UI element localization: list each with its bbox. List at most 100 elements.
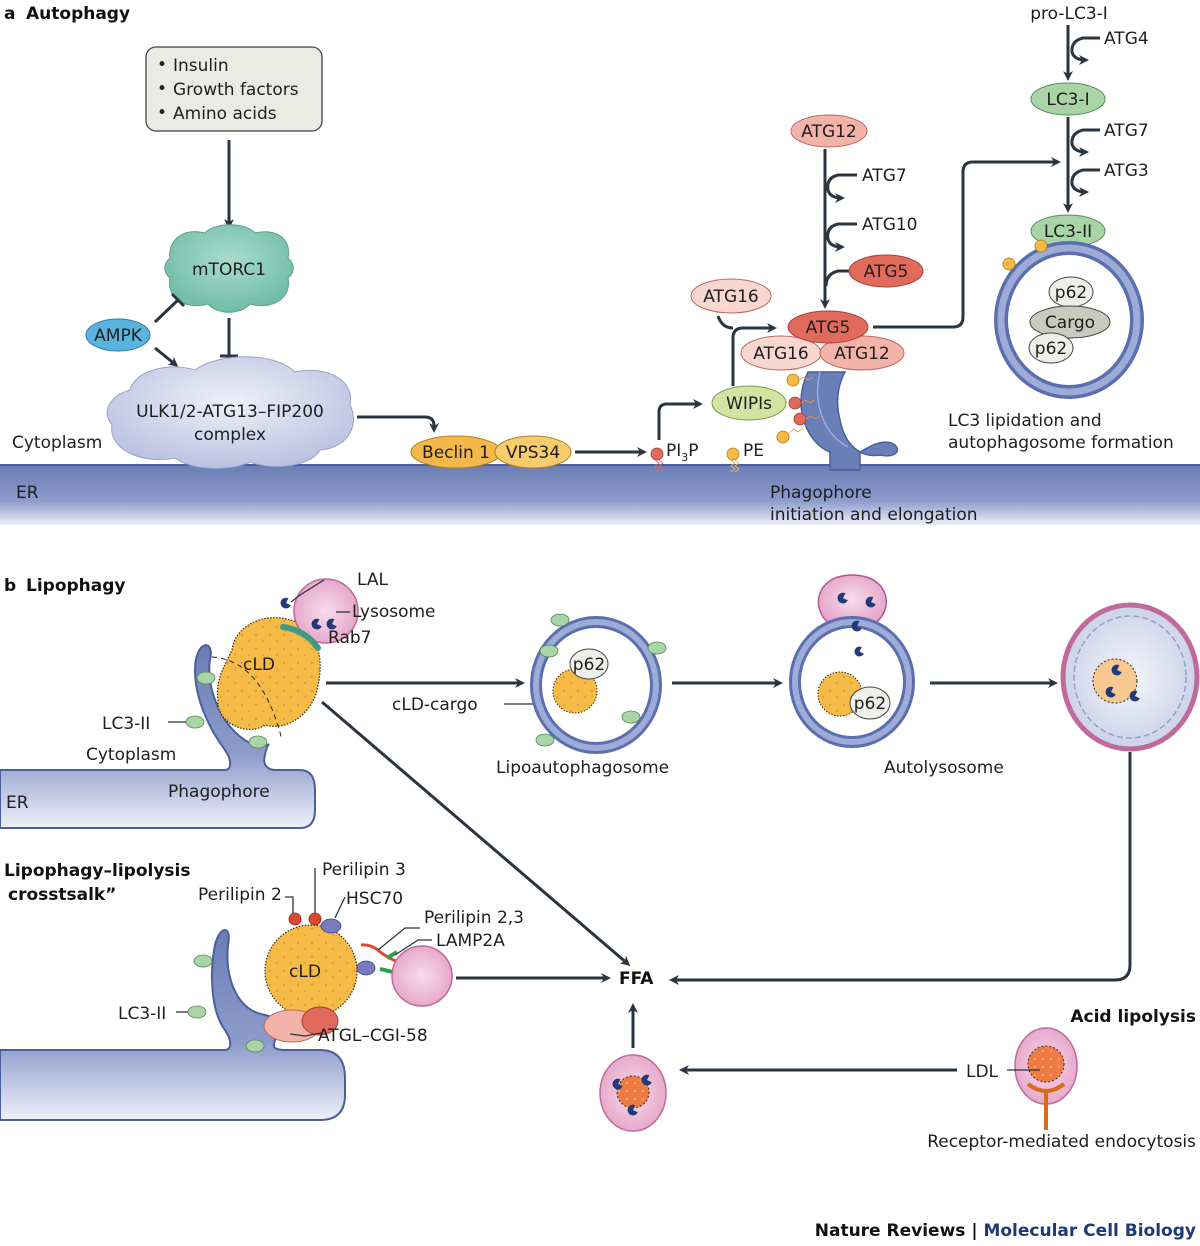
lipid-tail-icon (654, 459, 664, 473)
p62-node-1 (569, 648, 609, 680)
pe-label: PE (743, 441, 764, 461)
p62-label-1: p62 (573, 655, 605, 675)
lysosome-2 (391, 945, 453, 1007)
lc3-caption-line1: LC3 lipidation and (948, 411, 1102, 431)
footer-credit: Nature Reviews | Molecular Cell Biology (815, 1221, 1196, 1241)
cld-to-ffa-arrow (321, 700, 631, 966)
lc3-ii-dot (185, 715, 205, 729)
signal-amino-acids: Amino acids (173, 104, 277, 124)
endocytosis-label: Receptor-mediated endocytosis (927, 1132, 1196, 1152)
atg7-enzyme-arrow (826, 173, 857, 203)
lc3-caption-line2: autophagosome formation (948, 433, 1174, 453)
pro-lc3-label: pro-LC3-I (1030, 4, 1108, 24)
er-label-b: ER (6, 793, 29, 813)
ulk-to-beclin-arrow (357, 415, 439, 433)
lc3-ii-dot (248, 735, 268, 749)
perilipin3-marker (308, 912, 322, 926)
er-phagophore-membrane-2 (0, 929, 346, 1121)
phagophore-membrane (800, 371, 899, 471)
lc3-i-node (1030, 82, 1106, 116)
atg3-label: ATG3 (1104, 161, 1149, 181)
cld-cargo-label: cLD-cargo (392, 695, 478, 715)
footer-journal: Nature Reviews (815, 1221, 966, 1241)
pe-lipid-icon (726, 447, 740, 461)
wipis-node (711, 385, 787, 421)
autolysosome-label: Autolysosome (884, 758, 1004, 778)
atg7-label-a: ATG7 (862, 166, 907, 186)
lamp2a-label: LAMP2A (436, 931, 505, 951)
lc3-ii-label: LC3-II (1044, 222, 1092, 242)
crosstalk-title-line2: crosstsalk” (8, 885, 116, 905)
atg12-complex-label: ATG12 (834, 344, 890, 364)
acid-lipolysis-title: Acid lipolysis (1070, 1007, 1196, 1027)
atg5-complex-label: ATG5 (806, 318, 851, 338)
atg5-complex-node (787, 310, 869, 344)
lc3-i-label: LC3-I (1046, 90, 1089, 110)
mtorc1-label: mTORC1 (192, 260, 266, 280)
leader-line (377, 927, 420, 951)
atg12-top-label: ATG12 (801, 122, 857, 142)
lal-label: LAL (357, 570, 388, 590)
lc3-ii-dot (187, 1005, 207, 1019)
atgl-label: ATGL–CGI-58 (318, 1026, 428, 1046)
wipis-label: WIPIs (726, 394, 772, 414)
vps34-label: VPS34 (506, 443, 560, 463)
bullet-icon: • (157, 103, 167, 123)
ulk-label-line2: complex (194, 425, 266, 445)
panel-a-title: Autophagy (26, 4, 130, 24)
vps34-node (494, 435, 572, 469)
atg5-free-node (848, 254, 924, 288)
ffa-label: FFA (619, 969, 654, 989)
beclin1-label: Beclin 1 (422, 443, 490, 463)
cld-label: cLD (243, 655, 275, 675)
cargo-label: Cargo (1045, 313, 1095, 333)
atg4-enzyme-arrow (1070, 36, 1100, 65)
footer-separator: | (965, 1221, 983, 1241)
panel-b-title: Lipophagy (26, 576, 126, 596)
panel-a-letter: a (4, 4, 15, 24)
mtorc1-complex: mTORC1 (164, 224, 294, 313)
atg16-free-node (690, 278, 772, 314)
leader-line (394, 939, 432, 956)
lc3-ii-dot (196, 671, 216, 685)
autolysosome (789, 574, 915, 748)
perilipin2-marker (288, 912, 302, 926)
hsc70-label: HSC70 (346, 889, 403, 909)
lc3-ii-label-2: LC3-II (118, 1004, 166, 1024)
lc3-ii-dot (193, 954, 213, 968)
atg10-enzyme-arrow (826, 222, 857, 252)
atg16-free-label: ATG16 (703, 287, 759, 307)
phagophore-caption-line1: Phagophore (770, 483, 872, 503)
lamp2a-marker (385, 950, 399, 960)
pi3p-lipid-icon (650, 447, 664, 461)
complex-to-lc3-arrow (873, 157, 1061, 329)
rab7-label: Rab7 (328, 628, 371, 648)
p62-label-2: p62 (854, 694, 886, 714)
pi3p-to-wipis-arrow (657, 399, 703, 440)
ampk-node (85, 318, 151, 352)
atg5-join-line (824, 269, 849, 287)
lipoautophagosome (530, 613, 667, 754)
ulk-label-line1: ULK1/2-ATG13–FIP200 (136, 402, 324, 422)
bullet-icon: • (157, 55, 167, 75)
signal-growth-factors: Growth factors (173, 80, 299, 100)
lamp2a-marker (379, 967, 394, 974)
hsc70-bound-marker (356, 960, 376, 976)
phagophore-caption-line2: initiation and elongation (770, 505, 978, 525)
inhibition-bar (170, 292, 186, 308)
p62-node-b (1028, 332, 1074, 364)
lc3-ii-label-b: LC3-II (102, 714, 150, 734)
lal-enzyme-icon (280, 597, 291, 609)
ampk-inhibits-mtorc1 (153, 298, 180, 324)
atg3-enzyme-arrow (1070, 168, 1100, 197)
rab7-marker (280, 624, 321, 651)
signal-insulin: Insulin (173, 56, 229, 76)
phagophore-lipids (776, 373, 821, 444)
atg7-label-b: ATG7 (1104, 121, 1149, 141)
perilipin23-label: Perilipin 2,3 (424, 908, 524, 928)
perilipin2-label: Perilipin 2 (198, 885, 282, 905)
cld-boundary-dashed (211, 656, 283, 741)
leader-line (334, 896, 346, 919)
ulk-complex: ULK1/2-ATG13–FIP200 complex (106, 356, 354, 469)
atg10-label: ATG10 (862, 215, 918, 235)
